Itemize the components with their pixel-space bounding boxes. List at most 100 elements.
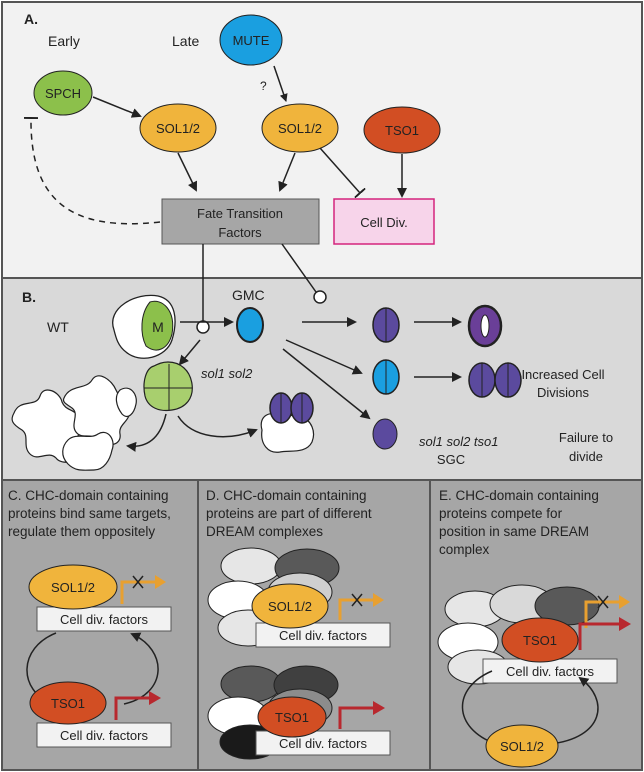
fate-label-line2: Factors (218, 225, 262, 240)
dream-complex-sol: Cell div. factors SOL1/2 (207, 547, 391, 648)
failure-label-line1: Failure to (559, 430, 613, 445)
compete-arrow-right (549, 676, 599, 745)
sol-node (251, 583, 329, 629)
sol-label: SOL1/2 (268, 599, 312, 614)
sol-right-node: SOL1/2 (261, 103, 339, 153)
failure-label-line2: divide (569, 449, 603, 464)
panel-e-title-line4: complex (439, 542, 490, 557)
wt-label: WT (47, 319, 69, 335)
factors-label: Cell div. factors (60, 612, 148, 627)
active-arrow (338, 706, 374, 729)
meristemoid-label: M (152, 319, 164, 335)
repressed-arrow (584, 600, 620, 628)
factors-box (36, 722, 172, 748)
panel-e-sol: SOL1/2 (485, 724, 559, 768)
gmc-to-sgc-arrow (282, 348, 371, 420)
gmc-to-dividing-arrow (285, 339, 363, 375)
panel-c-tso1-binding: Cell div. factors TSO1 (29, 681, 172, 748)
unknown-link-mark: ? (260, 79, 267, 93)
mutant-to-paired-stomata-arrow (177, 415, 258, 438)
spch-to-sol-arrow (92, 96, 142, 118)
tso1-node (501, 617, 579, 663)
extra-divided-stomata (468, 362, 522, 398)
active-arrow (578, 622, 620, 650)
panel-c-sol-binding: Cell div. factors SOL1/2 (28, 564, 172, 632)
active-arrowhead (149, 691, 161, 705)
dream-complex-tso1: Cell div. factors TSO1 (207, 665, 391, 760)
factors-box (36, 606, 172, 632)
tso1-label: TSO1 (51, 696, 85, 711)
panel-d-title-line2: proteins are part of different (206, 506, 372, 521)
tso1-label: TSO1 (385, 123, 419, 138)
increased-label-line2: Divisions (537, 385, 590, 400)
repressed-arrowhead (619, 595, 630, 609)
tso1-label: TSO1 (275, 710, 309, 725)
panel-d-title-line1: D. CHC-domain containing (206, 488, 367, 503)
sol-right-inhibits-celldiv (319, 147, 366, 199)
dream-complex-shared: Cell div. factors TSO1 (437, 584, 631, 685)
sol-label: SOL1/2 (500, 739, 544, 754)
fate-transition-box: Fate Transition Factors (161, 198, 320, 245)
panel-d-title-line3: DREAM complexes (206, 524, 323, 539)
panel-e-title-line1: E. CHC-domain containing (439, 488, 599, 503)
cell-div-label: Cell Div. (360, 215, 407, 230)
tso1-node (257, 696, 327, 738)
fate-feedback-inhibition (23, 116, 161, 225)
mute-to-sol-arrow (273, 65, 288, 102)
sgc-cell (372, 418, 398, 450)
repression-cross (132, 575, 144, 589)
repressed-arrowhead (155, 575, 166, 589)
sgc-label: SGC (437, 452, 465, 467)
mutant-cell-cluster (143, 361, 193, 412)
active-arrowhead (619, 617, 631, 631)
tso1-node: TSO1 (363, 106, 441, 154)
triple-mutant-label: sol1 sol2 tso1 (419, 434, 499, 449)
mutant-to-pavement-arrow (126, 413, 167, 452)
fate-to-stomata-link (281, 243, 317, 293)
sol-left-node: SOL1/2 (139, 103, 217, 153)
sol-right-label: SOL1/2 (278, 121, 322, 136)
mutant-paired-stomata (260, 392, 315, 453)
panel-c-title-line3: regulate them oppositely (8, 524, 155, 539)
meristemoid-cell: M (112, 294, 176, 359)
sol-left-label: SOL1/2 (156, 121, 200, 136)
cell-div-box: Cell Div. (333, 198, 435, 245)
panel-e-title-line2: proteins compete for (439, 506, 563, 521)
sol-mutant-label: sol1 sol2 (201, 366, 253, 381)
increased-label-line1: Increased Cell (521, 367, 604, 382)
panel-e-title-line3: position in same DREAM (439, 524, 589, 539)
factors-box (482, 658, 618, 684)
panel-c-title-line1: C. CHC-domain containing (8, 488, 169, 503)
factors-label: Cell div. factors (279, 736, 367, 751)
fate-to-gmc-circle-end (196, 320, 210, 334)
early-label: Early (48, 33, 80, 49)
factors-label: Cell div. factors (279, 628, 367, 643)
active-arrow (114, 696, 150, 720)
sol-node (485, 724, 559, 768)
panel-a-letter: A. (24, 11, 38, 27)
repressed-arrow (120, 580, 156, 604)
repressed-arrow (338, 598, 374, 620)
tso1-node (29, 681, 107, 725)
gmc-cell (236, 307, 264, 343)
factors-label: Cell div. factors (60, 728, 148, 743)
repressed-arrowhead (373, 593, 384, 607)
fate-label-line1: Fate Transition (197, 206, 283, 221)
active-arrowhead (373, 701, 385, 715)
factors-label: Cell div. factors (506, 664, 594, 679)
panel-c-title-line2: proteins bind same targets, (8, 506, 171, 521)
fate-to-stomata-circle-end (313, 290, 327, 304)
dividing-gmc (372, 359, 400, 395)
pavement-cells (11, 375, 137, 471)
panel-b-letter: B. (22, 289, 36, 305)
spch-node: SPCH (33, 70, 93, 116)
tso1-label: TSO1 (523, 633, 557, 648)
mature-stomata (467, 304, 503, 348)
repression-cross (351, 593, 363, 607)
sol-node (28, 564, 118, 610)
gmc-label: GMC (232, 287, 265, 303)
mute-label: MUTE (233, 33, 270, 48)
sol-label: SOL1/2 (51, 580, 95, 595)
compete-arrow-left (461, 670, 498, 746)
